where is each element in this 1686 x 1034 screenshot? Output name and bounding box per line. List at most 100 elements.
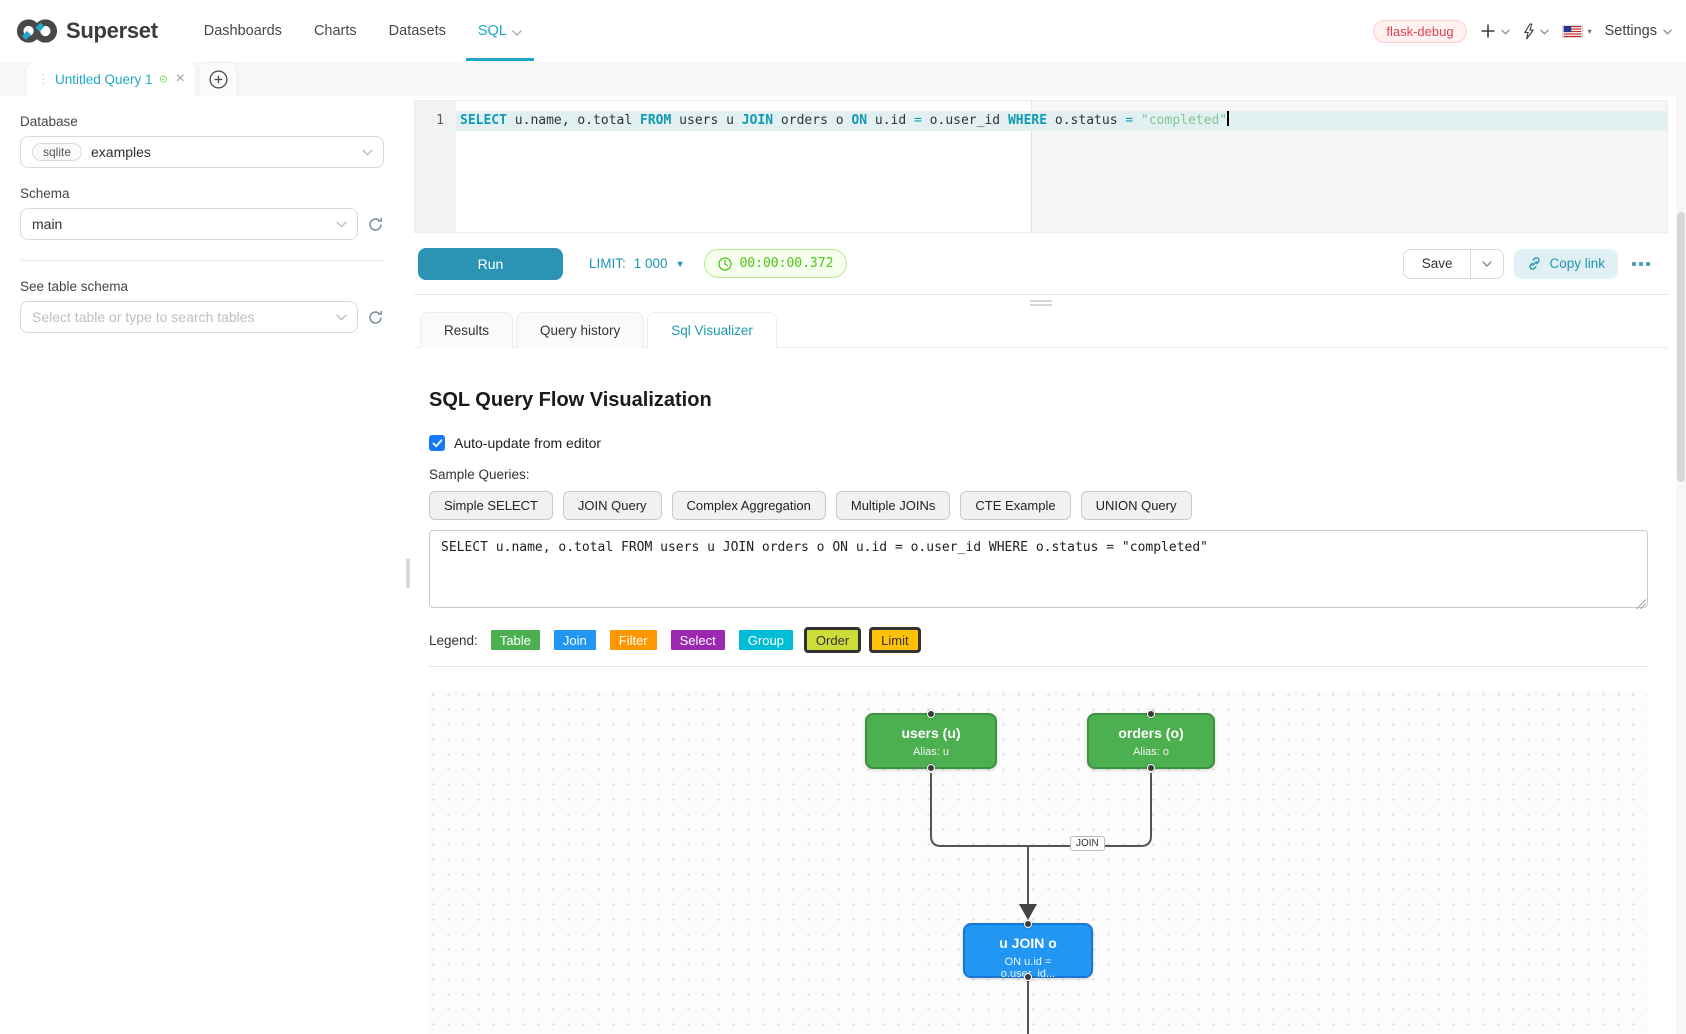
sample-simple-select-button[interactable]: Simple SELECT <box>429 491 553 520</box>
join-edge-label: JOIN <box>1070 836 1105 851</box>
sample-union-query-button[interactable]: UNION Query <box>1080 491 1192 520</box>
schema-label: Schema <box>20 186 70 201</box>
node-handle[interactable] <box>1024 973 1032 981</box>
save-options-caret[interactable] <box>1470 249 1504 278</box>
flow-node-users[interactable]: users (u) Alias: u <box>865 710 997 772</box>
run-button[interactable]: Run <box>418 247 563 280</box>
south-tabs: Results Query history Sql Visualizer <box>414 311 1668 349</box>
page-scrollbar <box>1676 62 1686 1034</box>
new-query-tab-button[interactable] <box>198 62 238 96</box>
flow-canvas[interactable]: JOIN users (u) Alias: u orders (o) Alias… <box>429 690 1648 1034</box>
more-menu-icon[interactable] <box>1632 261 1650 266</box>
query-tab[interactable]: ⋮ Untitled Query 1 × <box>27 62 195 96</box>
nav-item-datasets[interactable]: Datasets <box>388 23 446 39</box>
chevron-down-icon <box>362 143 373 161</box>
node-handle[interactable] <box>1024 920 1032 928</box>
caret-down-icon: ▼ <box>675 258 685 269</box>
settings-menu[interactable]: Settings <box>1605 23 1672 39</box>
sample-query-buttons: Simple SELECT JOIN Query Complex Aggrega… <box>429 491 1648 520</box>
sidebar-divider <box>20 260 384 261</box>
text-cursor <box>1227 111 1230 126</box>
top-nav: Superset Dashboards Charts Datasets SQL … <box>0 0 1686 62</box>
schema-select[interactable]: main <box>20 208 358 240</box>
new-item-button[interactable] <box>1480 22 1510 40</box>
tab-results[interactable]: Results <box>420 312 514 348</box>
chevron-down-icon <box>1500 22 1510 40</box>
node-subtitle: ON u.id = o.user_id... <box>1001 956 1055 980</box>
refresh-schema-button[interactable] <box>367 216 384 233</box>
check-circle-icon <box>159 75 167 83</box>
refresh-icon <box>369 310 383 324</box>
node-handle[interactable] <box>927 710 935 718</box>
sample-multiple-joins-button[interactable]: Multiple JOINs <box>835 491 951 520</box>
tab-sql-visualizer[interactable]: Sql Visualizer <box>647 312 777 349</box>
node-title: users (u) <box>901 725 961 741</box>
table-select-placeholder: Select table or type to search tables <box>32 309 255 325</box>
legend-label: Legend: <box>429 632 478 648</box>
nav-item-sql[interactable]: SQL <box>462 0 538 62</box>
close-icon[interactable]: × <box>175 70 185 87</box>
query-tab-bar: ⋮ Untitled Query 1 × <box>0 62 1686 96</box>
flow-node-join[interactable]: u JOIN o ON u.id = o.user_id... <box>963 920 1093 981</box>
node-title: orders (o) <box>1118 725 1184 741</box>
table-select[interactable]: Select table or type to search tables <box>20 301 358 333</box>
auto-update-checkbox-row[interactable]: Auto-update from editor <box>429 435 1648 451</box>
legend-chip-select: Select <box>667 627 728 653</box>
refresh-tables-button[interactable] <box>367 309 384 326</box>
schema-value: main <box>32 216 63 232</box>
flow-node-orders[interactable]: orders (o) Alias: o <box>1087 710 1215 772</box>
check-icon <box>432 438 442 447</box>
auto-update-checkbox[interactable] <box>429 435 445 451</box>
drag-handle-icon: ⋮ <box>37 72 49 86</box>
main-nav: Dashboards Charts Datasets SQL <box>188 0 538 62</box>
superset-infinity-icon <box>16 19 58 43</box>
editor-toolbar: Run LIMIT: 1 000 ▼ 00:00:00.372 Save <box>414 233 1668 295</box>
visualizer-query-input[interactable] <box>429 530 1648 608</box>
limit-dropdown[interactable]: LIMIT: 1 000 ▼ <box>589 256 685 271</box>
node-handle[interactable] <box>1147 710 1155 718</box>
legend-chip-join: Join <box>550 627 599 653</box>
auto-update-label: Auto-update from editor <box>454 435 602 451</box>
plus-circle-icon <box>208 70 228 89</box>
refresh-icon <box>369 217 383 231</box>
editor-code-area[interactable]: SELECT u.name, o.total FROM users u JOIN… <box>456 101 1667 232</box>
database-engine-badge: sqlite <box>32 143 83 161</box>
chevron-down-icon <box>336 308 347 326</box>
chevron-down-icon <box>1539 22 1549 40</box>
resize-grip-icon[interactable] <box>1636 599 1646 609</box>
sample-cte-example-button[interactable]: CTE Example <box>960 491 1071 520</box>
language-picker[interactable]: ▾ <box>1561 24 1592 38</box>
nav-item-charts[interactable]: Charts <box>313 23 357 39</box>
scrollbar-thumb[interactable] <box>1677 212 1685 482</box>
plus-icon <box>1481 24 1495 38</box>
visualizer-title: SQL Query Flow Visualization <box>429 389 712 411</box>
sample-join-query-button[interactable]: JOIN Query <box>562 491 662 520</box>
copy-link-button[interactable]: Copy link <box>1514 248 1618 279</box>
pane-drag-handle[interactable] <box>1030 300 1052 308</box>
sql-code-editor[interactable]: 1 SELECT u.name, o.total FROM users u JO… <box>414 100 1668 233</box>
query-search-button[interactable] <box>1523 22 1549 40</box>
link-icon <box>1529 257 1541 270</box>
sidebar-splitter-handle[interactable] <box>406 558 410 588</box>
database-select[interactable]: sqlite examples <box>20 136 384 168</box>
node-subtitle: Alias: o <box>1132 746 1170 758</box>
node-handle[interactable] <box>1147 764 1155 772</box>
visualizer-divider <box>429 666 1648 667</box>
node-subtitle: Alias: u <box>912 746 950 758</box>
us-flag-icon <box>1561 24 1583 38</box>
sql-visualizer-panel: SQL Query Flow Visualization Auto-update… <box>429 349 1648 1034</box>
save-button[interactable]: Save <box>1403 249 1471 278</box>
clock-icon <box>718 256 733 271</box>
legend-chip-order: Order <box>803 627 862 653</box>
nav-item-dashboards[interactable]: Dashboards <box>203 23 282 39</box>
chevron-down-icon <box>512 24 522 40</box>
chevron-down-icon <box>1482 260 1493 267</box>
lightning-icon <box>1523 23 1534 39</box>
node-handle[interactable] <box>927 764 935 772</box>
table-schema-label: See table schema <box>20 279 129 294</box>
superset-logo[interactable]: Superset <box>16 17 158 45</box>
editor-gutter: 1 <box>415 101 456 232</box>
tab-query-history[interactable]: Query history <box>516 312 645 348</box>
sample-complex-aggregation-button[interactable]: Complex Aggregation <box>671 491 826 520</box>
sqllab-sidebar: Database sqlite examples Schema main See <box>0 96 404 1034</box>
